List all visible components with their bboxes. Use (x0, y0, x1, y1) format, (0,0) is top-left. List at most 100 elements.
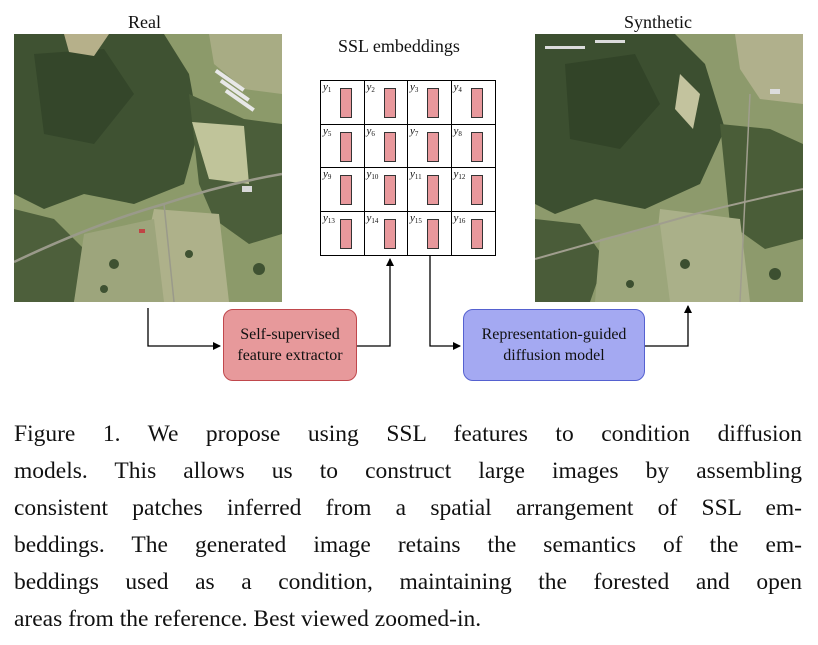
embedding-var: y (323, 124, 328, 137)
embedding-index: 10 (371, 173, 379, 181)
embedding-bar (470, 218, 483, 249)
diffusion-model-box: Representation-guided diffusion model (463, 309, 645, 381)
embedding-index: 13 (327, 216, 335, 225)
embedding-var: y (453, 124, 459, 137)
embedding-cell: y9 (321, 168, 365, 212)
embedding-var: y (366, 211, 372, 224)
embedding-cell: y10 (364, 168, 408, 212)
embedding-bar (383, 131, 396, 162)
embedding-index: 9 (327, 173, 332, 181)
embedding-bar (340, 131, 352, 162)
embedding-bar (427, 175, 439, 205)
embedding-label: y3 (410, 82, 418, 96)
embedding-label: y14 (366, 211, 379, 227)
embedding-label: y16 (453, 211, 466, 227)
embedding-bar (427, 88, 439, 118)
embedding-label: y1 (323, 82, 331, 96)
embedding-label: y8 (453, 124, 462, 140)
embedding-var: y (453, 81, 459, 93)
embedding-label: y4 (454, 82, 462, 96)
embedding-label: y10 (367, 169, 379, 183)
embedding-index: 8 (458, 129, 462, 138)
embedding-index: 15 (414, 216, 422, 225)
arrow-diffusion-to-synthetic (645, 305, 692, 347)
embedding-cell: y11 (408, 168, 452, 212)
embedding-index: 16 (458, 216, 466, 225)
embedding-index: 7 (414, 129, 419, 138)
embedding-label: y7 (410, 124, 419, 140)
embedding-bar (383, 218, 396, 249)
arrow-embeddings-to-diffusion (429, 256, 461, 350)
embedding-label: y12 (454, 169, 466, 183)
embedding-bar (470, 88, 483, 118)
embedding-bar (427, 218, 439, 249)
embedding-index: 6 (371, 129, 375, 138)
arrow-extractor-to-embeddings (357, 258, 394, 347)
feature-extractor-line1: Self-supervised (240, 326, 340, 343)
embedding-index: 2 (371, 86, 375, 94)
embedding-index: 3 (414, 86, 419, 94)
embedding-var: y (366, 124, 372, 137)
embedding-label: y15 (410, 211, 422, 227)
feature-extractor-line2: feature extractor (237, 347, 343, 364)
caption-line: consistent patches inferred from a spati… (14, 495, 802, 521)
embedding-cell: y13 (321, 211, 365, 255)
embeddings-label: SSL embeddings (338, 36, 460, 56)
synthetic-aerial-image (535, 34, 803, 302)
embedding-index: 4 (458, 86, 462, 94)
diffusion-model-line2: diffusion model (503, 347, 605, 364)
embedding-var: y (410, 81, 415, 93)
caption-line: beddings used as a condition, maintainin… (14, 569, 802, 595)
embedding-cell: y7 (408, 124, 452, 168)
embedding-var: y (453, 211, 459, 224)
figure-caption: Figure 1. We propose using SSL features … (14, 416, 802, 638)
embedding-var: y (410, 124, 415, 137)
feature-extractor-box: Self-supervised feature extractor (223, 309, 357, 381)
embedding-var: y (366, 168, 372, 180)
caption-line: Figure 1. We propose using SSL features … (14, 421, 802, 447)
embedding-index: 12 (458, 173, 466, 181)
embedding-label: y5 (323, 124, 332, 140)
diffusion-model-line1: Representation-guided (481, 326, 627, 343)
embedding-index: 14 (371, 216, 379, 225)
embedding-var: y (410, 211, 415, 224)
embedding-cell: y14 (365, 211, 408, 255)
synthetic-image-label: Synthetic (624, 12, 692, 32)
embedding-label: y9 (323, 169, 331, 183)
caption-line: areas from the reference. Best viewed zo… (14, 606, 482, 632)
embedding-bar (340, 218, 352, 249)
embedding-cell: y5 (321, 124, 365, 168)
embedding-cell: y6 (364, 124, 408, 168)
embedding-cell: y3 (408, 81, 452, 125)
embedding-var: y (366, 81, 372, 93)
embedding-var: y (410, 168, 415, 180)
embedding-cell: y15 (408, 211, 452, 255)
embedding-var: y (323, 211, 328, 224)
embedding-bar (340, 175, 352, 205)
embedding-cell: y8 (451, 124, 495, 168)
real-aerial-image (14, 34, 282, 302)
embedding-cell: y1 (321, 81, 365, 125)
embedding-bar (470, 131, 483, 162)
embedding-label: y13 (323, 211, 335, 227)
embedding-var: y (323, 81, 328, 93)
embedding-bar (340, 88, 352, 118)
embedding-cell: y2 (364, 81, 408, 125)
embedding-var: y (323, 168, 328, 180)
caption-line: models. This allows us to construct larg… (14, 458, 802, 484)
caption-line: beddings. The generated image retains th… (14, 532, 802, 558)
embedding-bar (383, 88, 396, 118)
embedding-cell: y4 (451, 81, 495, 125)
embedding-cell: y16 (452, 212, 496, 256)
embedding-bar (470, 175, 483, 205)
arrow-real-to-extractor (147, 308, 221, 350)
embedding-bar (427, 131, 439, 162)
real-image-label: Real (128, 12, 161, 32)
embedding-index: 1 (327, 86, 332, 94)
embedding-index: 5 (327, 129, 332, 138)
embedding-bar (383, 175, 396, 205)
embedding-label: y11 (410, 169, 422, 183)
embedding-index: 11 (414, 173, 422, 181)
embedding-label: y2 (367, 82, 375, 96)
